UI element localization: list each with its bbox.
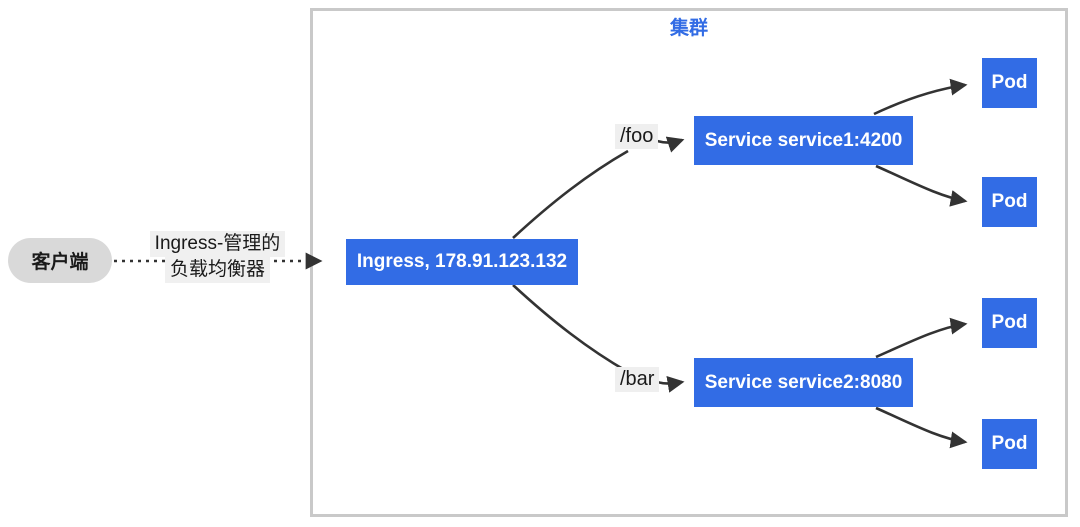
pod-3-label: Pod	[991, 312, 1028, 333]
cluster-title: 集群	[669, 18, 708, 39]
pod-node-3: Pod	[982, 298, 1037, 348]
edge-foo-to-service1	[656, 136, 685, 153]
path-foo-label: /foo	[615, 124, 659, 149]
service2-node: Service service2:8080	[694, 358, 913, 407]
edge-service1-to-pod2	[875, 164, 968, 207]
edge-service1-to-pod1	[873, 78, 968, 116]
edge-ingress-to-bar	[512, 284, 629, 374]
service1-label: Service service1:4200	[704, 129, 903, 151]
pod-node-4: Pod	[982, 419, 1037, 469]
load-balancer-label-line2: 负载均衡器	[164, 257, 270, 283]
load-balancer-edge-label: Ingress-管理的 负载均衡器	[130, 231, 305, 283]
ingress-node: Ingress, 178.91.123.132	[346, 239, 578, 285]
pod-2-label: Pod	[991, 191, 1028, 212]
edge-service2-to-pod3	[875, 317, 968, 359]
edge-service2-to-pod4	[875, 406, 968, 449]
pod-node-2: Pod	[982, 177, 1037, 227]
load-balancer-label-line1: Ingress-管理的	[149, 231, 286, 257]
service1-node: Service service1:4200	[694, 116, 913, 165]
client-label: 客户端	[31, 252, 89, 273]
pod-1-label: Pod	[991, 72, 1028, 93]
path-bar-label: /bar	[615, 367, 660, 392]
pod-4-label: Pod	[991, 433, 1028, 454]
edge-bar-to-service2	[656, 376, 685, 393]
edge-ingress-to-foo	[512, 149, 629, 239]
pod-node-1: Pod	[982, 58, 1037, 108]
client-node: 客户端	[8, 238, 112, 283]
ingress-label: Ingress, 178.91.123.132	[356, 251, 568, 272]
service2-label: Service service2:8080	[704, 371, 903, 393]
